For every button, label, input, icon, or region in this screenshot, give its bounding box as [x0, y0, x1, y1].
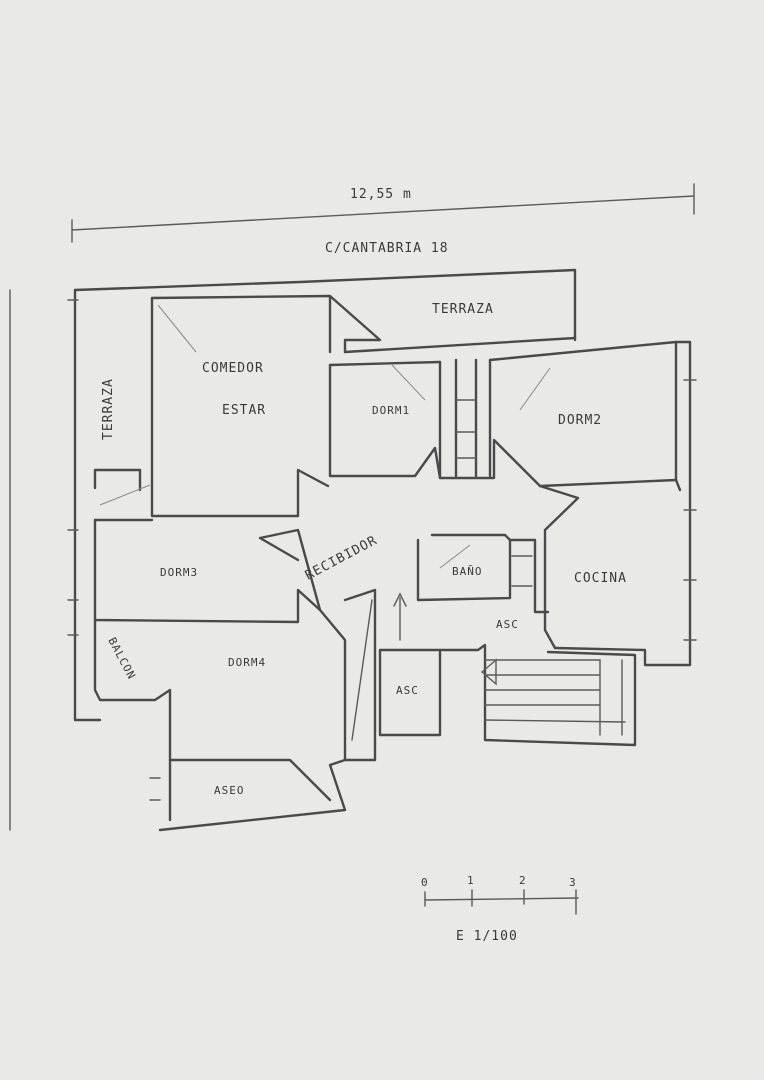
scale-tick-2: 2 [519, 874, 527, 887]
dimension-label: 12,55 m [350, 187, 412, 202]
room-label-bano: BAÑO [452, 565, 483, 578]
room-label-dorm1: DORM1 [372, 404, 410, 417]
room-label-balcon: BALCON [105, 635, 138, 681]
room-label-dorm2: DORM2 [558, 413, 602, 428]
room-label-comedor: COMEDOR [202, 361, 264, 376]
room-label-aseo: ASEO [214, 784, 245, 797]
scale-tick-3: 3 [569, 876, 577, 889]
room-label-asc-left: ASC [396, 684, 419, 697]
room-label-terraza-left: TERRAZA [101, 378, 116, 440]
scale-label: E 1/100 [456, 929, 518, 944]
stair-arrow-icon [480, 658, 497, 686]
room-label-estar: ESTAR [222, 403, 266, 418]
street-label: C/CANTABRIA 18 [325, 241, 449, 256]
scale-tick-1: 1 [467, 874, 475, 887]
exterior-walls [67, 268, 697, 832]
scale-tick-0: 0 [421, 876, 429, 889]
room-label-dorm4: DORM4 [228, 656, 266, 669]
room-label-asc-right: ASC [496, 618, 519, 631]
room-label-terraza-top: TERRAZA [432, 302, 494, 317]
dimension-line [71, 183, 695, 243]
scale-bar [424, 889, 579, 915]
door-swings [99, 304, 551, 569]
room-label-recibidor: RECIBIDOR [303, 533, 380, 584]
room-label-cocina: COCINA [574, 571, 627, 586]
entry-arrow-icon [393, 592, 407, 641]
room-label-dorm3: DORM3 [160, 566, 198, 579]
